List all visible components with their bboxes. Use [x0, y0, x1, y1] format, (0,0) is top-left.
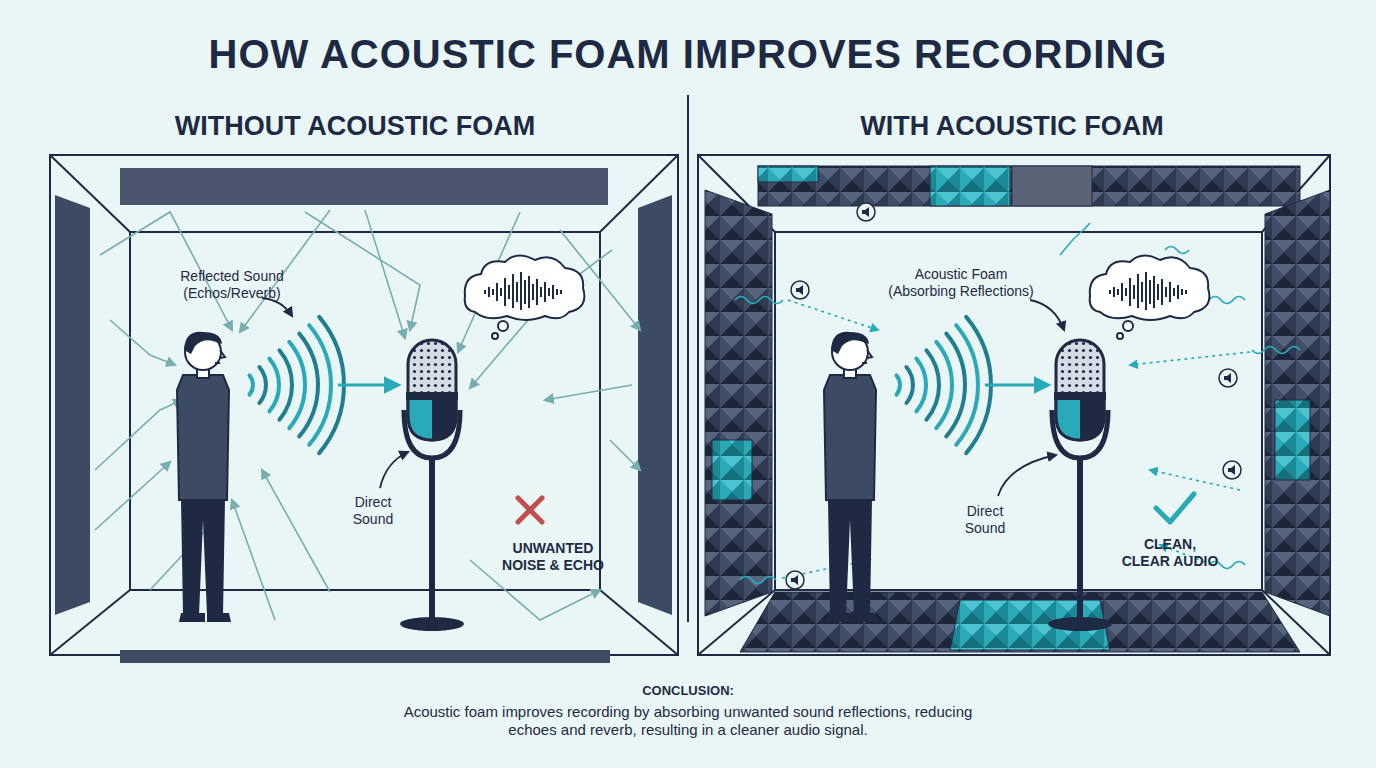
acoustic-foam-panels [705, 166, 1330, 652]
room-panel: WITH ACOUSTIC FOAM [698, 110, 1326, 660]
room-panel: WITHOUT ACOUSTIC FOAM [40, 110, 670, 660]
clean-waveform-cloud [1090, 255, 1210, 339]
status-label: UNWANTED NOISE & ECHO [491, 540, 615, 574]
leader-arrows-left [262, 298, 408, 488]
leader-arrows-right [998, 300, 1064, 496]
speaker-icon [1219, 369, 1237, 387]
error-cross [518, 498, 542, 522]
absorbed-reflections [735, 223, 1300, 584]
microphone [1048, 340, 1112, 631]
direct-sound-arrow [985, 384, 1048, 387]
room-left [50, 155, 678, 655]
speaker-icon [857, 203, 875, 221]
conclusion-heading: CONCLUSION: [568, 683, 808, 699]
panel-divider [687, 95, 689, 622]
room-right [698, 155, 1330, 655]
status-label: CLEAN, CLEAR AUDIO [1119, 536, 1221, 570]
direct-sound-arrow [338, 384, 398, 387]
bare-wall-panels [55, 168, 672, 663]
speaker-icon [791, 281, 809, 299]
panel-heading: WITH ACOUSTIC FOAM [698, 110, 1326, 142]
sound-waves [897, 317, 991, 453]
speaker-icon [1223, 461, 1241, 479]
diagram-caption: Acoustic foam improves recording by abso… [398, 703, 978, 739]
speaker-person [824, 332, 878, 622]
speaker-person [177, 332, 231, 622]
speaker-icon [786, 571, 804, 589]
sound-waves [250, 317, 344, 453]
callout-label: Direct Sound [342, 494, 404, 528]
panel-heading: WITHOUT ACOUSTIC FOAM [40, 110, 670, 142]
microphone [400, 340, 464, 631]
callout-label: Reflected Sound (Echos/Reverb) [157, 268, 307, 302]
callout-label: Direct Sound [954, 503, 1016, 537]
diagram-title: HOW ACOUSTIC FOAM IMPROVES RECORDING [38, 30, 1338, 78]
check-mark [1156, 494, 1194, 522]
noisy-waveform-cloud [465, 255, 585, 339]
callout-label: Acoustic Foam (Absorbing Reflections) [881, 266, 1041, 300]
